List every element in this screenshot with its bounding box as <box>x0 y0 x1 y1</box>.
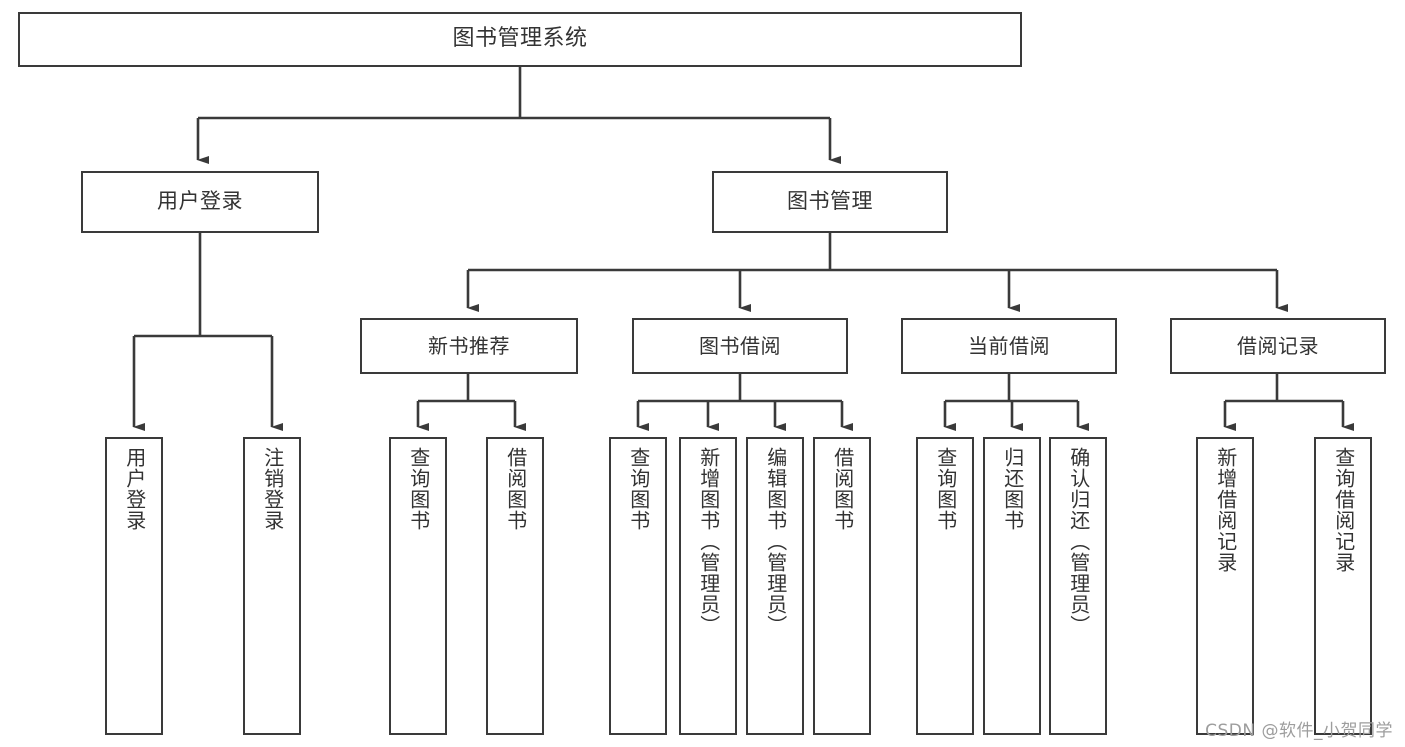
leaf-user-login-2-label: 注销登录 <box>260 447 285 531</box>
leaf-current-borrow-3[interactable]: 确认归还（管理员） <box>1049 437 1107 735</box>
leaf-borrow-record-2-label: 查询借阅记录 <box>1331 447 1356 573</box>
leaf-user-login-1-label: 用户登录 <box>122 447 147 531</box>
leaf-current-borrow-3-label: 确认归还（管理员） <box>1066 447 1091 636</box>
leaf-book-borrow-1[interactable]: 查询图书 <box>609 437 667 735</box>
leaf-book-borrow-4[interactable]: 借阅图书 <box>813 437 871 735</box>
leaf-user-login-1[interactable]: 用户登录 <box>105 437 163 735</box>
leaf-borrow-record-1-label: 新增借阅记录 <box>1213 447 1238 573</box>
leaf-current-borrow-2-label: 归还图书 <box>1000 447 1025 531</box>
node-book-borrow-label: 图书借阅 <box>699 334 781 358</box>
leaf-user-login-2[interactable]: 注销登录 <box>243 437 301 735</box>
node-book-manage-label: 图书管理 <box>787 189 873 214</box>
node-user-login[interactable]: 用户登录 <box>81 171 319 233</box>
leaf-current-borrow-1-label: 查询图书 <box>933 447 958 531</box>
node-current-borrow-label: 当前借阅 <box>968 334 1050 358</box>
node-borrow-record[interactable]: 借阅记录 <box>1170 318 1386 374</box>
node-new-book[interactable]: 新书推荐 <box>360 318 578 374</box>
leaf-book-borrow-1-label: 查询图书 <box>626 447 651 531</box>
node-root[interactable]: 图书管理系统 <box>18 12 1022 67</box>
leaf-borrow-record-2[interactable]: 查询借阅记录 <box>1314 437 1372 735</box>
node-current-borrow[interactable]: 当前借阅 <box>901 318 1117 374</box>
leaf-current-borrow-1[interactable]: 查询图书 <box>916 437 974 735</box>
leaf-book-borrow-2[interactable]: 新增图书（管理员） <box>679 437 737 735</box>
leaf-new-book-2[interactable]: 借阅图书 <box>486 437 544 735</box>
node-new-book-label: 新书推荐 <box>428 334 510 358</box>
leaf-book-borrow-3-label: 编辑图书（管理员） <box>763 447 788 636</box>
leaf-new-book-1[interactable]: 查询图书 <box>389 437 447 735</box>
leaf-book-borrow-3[interactable]: 编辑图书（管理员） <box>746 437 804 735</box>
leaf-borrow-record-1[interactable]: 新增借阅记录 <box>1196 437 1254 735</box>
node-borrow-record-label: 借阅记录 <box>1237 334 1319 358</box>
node-user-login-label: 用户登录 <box>157 189 243 214</box>
leaf-current-borrow-2[interactable]: 归还图书 <box>983 437 1041 735</box>
node-book-manage[interactable]: 图书管理 <box>712 171 948 233</box>
leaf-new-book-1-label: 查询图书 <box>406 447 431 531</box>
node-root-label: 图书管理系统 <box>452 26 588 52</box>
leaf-book-borrow-4-label: 借阅图书 <box>830 447 855 531</box>
node-book-borrow[interactable]: 图书借阅 <box>632 318 848 374</box>
leaf-book-borrow-2-label: 新增图书（管理员） <box>696 447 721 636</box>
leaf-new-book-2-label: 借阅图书 <box>503 447 528 531</box>
